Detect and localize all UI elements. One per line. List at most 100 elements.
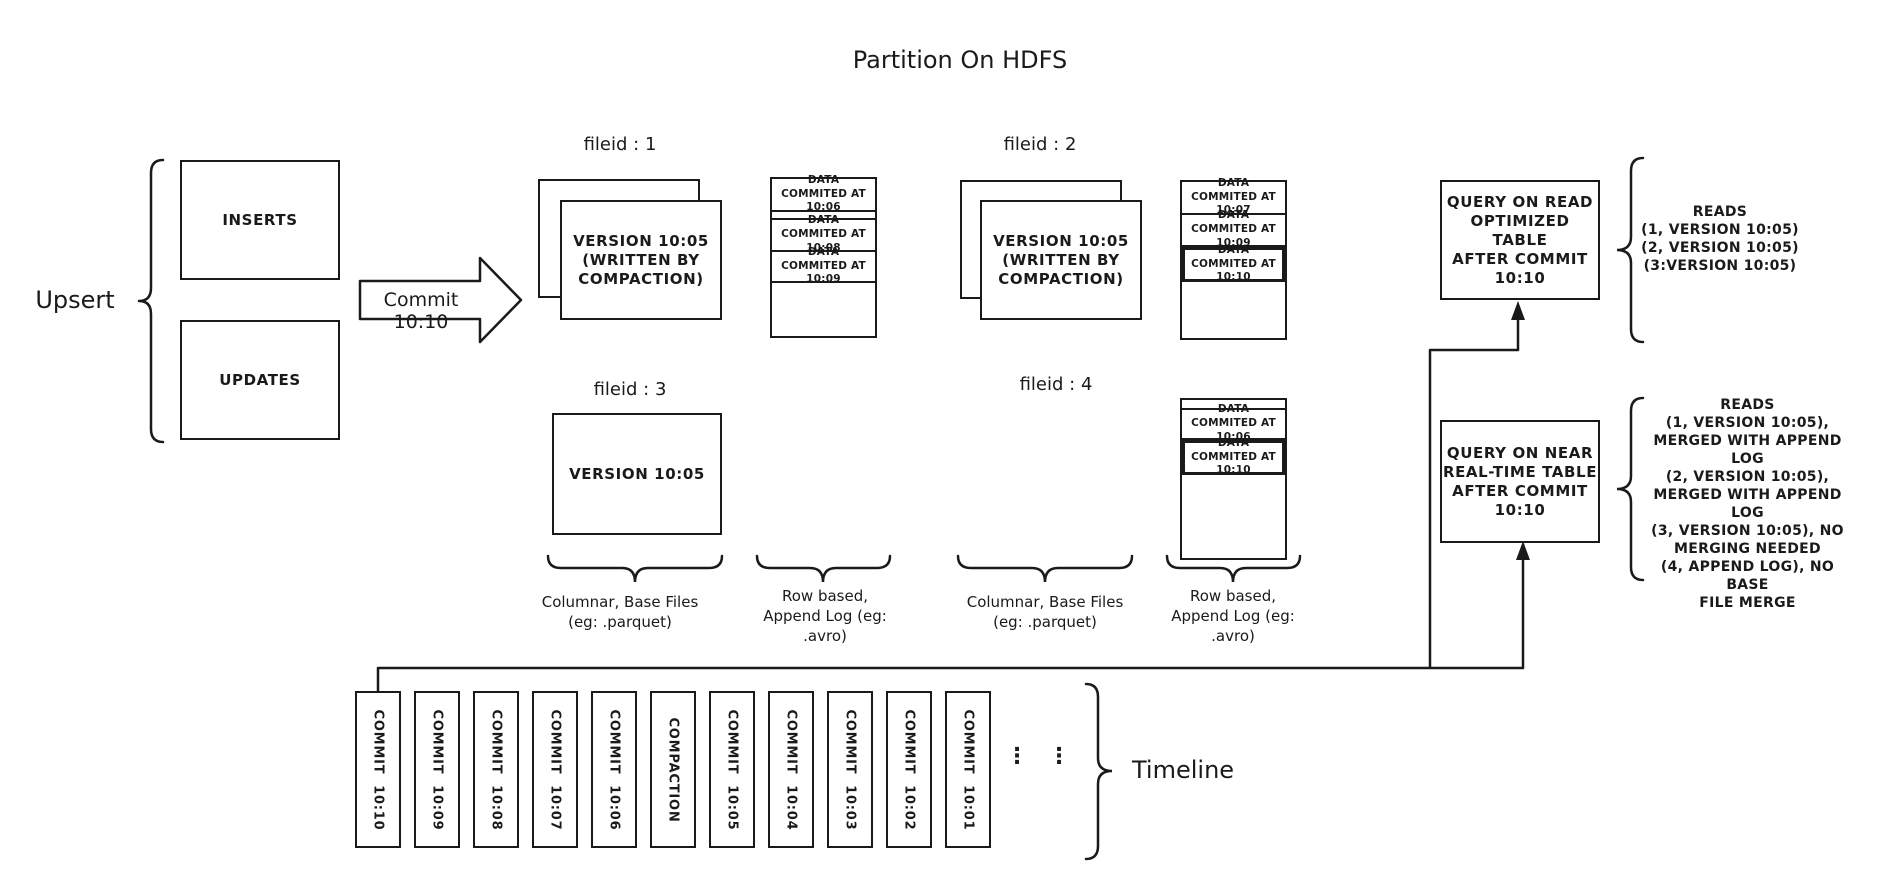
query-line: OPTIMIZED TABLE — [1470, 211, 1570, 249]
columnar-label-line: Columnar, Base Files — [541, 593, 699, 611]
reads-line: (1, VERSION 10:05), — [1665, 415, 1830, 431]
columnar-base-files-label-left: Columnar, Base Files (eg: .parquet) — [530, 592, 710, 632]
fileid-1-version-line: VERSION 10:05 — [573, 231, 709, 250]
inserts-box: INSERTS — [180, 160, 340, 280]
timeline-commit-10-07: COMMIT 10:07 — [532, 691, 578, 848]
timeline-item-label: COMMIT 10:06 — [606, 708, 622, 831]
row-label-line: Row based, — [781, 587, 868, 605]
columnar-label-line: (eg: .parquet) — [568, 613, 672, 631]
log-entry-label: DATA COMMITED AT 10:07 — [1191, 176, 1276, 217]
query-line: 10:10 — [1494, 500, 1546, 519]
reads-near-realtime-brace-icon — [1616, 396, 1645, 582]
fileid-1-version-line: COMPACTION) — [578, 269, 704, 288]
underbrace-columnar-right-icon — [956, 554, 1134, 583]
log-entry: DATA COMMITED AT 10:07 — [1182, 177, 1285, 216]
reads-line: MERGED WITH APPEND LOG — [1653, 433, 1842, 467]
diagram-title: Partition On HDFS — [852, 46, 1068, 74]
connector-read-optimized-line — [1428, 314, 1520, 668]
query-line: REAL-TIME TABLE — [1442, 462, 1598, 481]
log-entry-label: DATA COMMITED AT 10:09 — [1191, 209, 1276, 249]
query-near-realtime-box: QUERY ON NEAR REAL-TIME TABLE AFTER COMM… — [1440, 420, 1600, 543]
timeline-commit-10-01: COMMIT 10:01 — [945, 691, 991, 848]
log-entry-label: DATA COMMITED AT 10:10 — [1191, 436, 1276, 477]
timeline-item-label: COMMIT 10:05 — [724, 708, 740, 831]
timeline-commit-10-05: COMMIT 10:05 — [709, 691, 755, 848]
reads-line: READS — [1720, 397, 1775, 413]
upsert-brace-icon — [137, 158, 165, 444]
updates-box-label: UPDATES — [219, 371, 301, 389]
row-label-line: Append Log (eg: — [763, 607, 887, 625]
timeline-compaction: COMPACTION — [650, 691, 696, 848]
timeline-item-label: COMMIT 10:10 — [370, 708, 386, 831]
timeline-commit-10-09: COMMIT 10:09 — [414, 691, 460, 848]
reads-line: (2, VERSION 10:05), — [1665, 469, 1830, 485]
columnar-label-line: (eg: .parquet) — [993, 613, 1097, 631]
log-entry-label: DATA COMMITED AT 10:09 — [781, 245, 866, 286]
timeline-item-label: COMMIT 10:04 — [783, 708, 799, 831]
row-label-line: .avro) — [803, 627, 847, 645]
fileid-2-base-file: VERSION 10:05 (WRITTEN BY COMPACTION) — [980, 200, 1142, 320]
fileid-1-version-line: (WRITTEN BY — [582, 250, 700, 269]
fileid-2-version-line: COMPACTION) — [998, 269, 1124, 288]
timeline-ellipsis-icon: ⋮ — [1006, 744, 1028, 769]
timeline-item-label: COMMIT 10:08 — [488, 708, 504, 831]
reads-line: (4, APPEND LOG), NO BASE — [1660, 559, 1835, 593]
fileid-2-version-line: VERSION 10:05 — [993, 231, 1129, 250]
reads-line: (3:VERSION 10:05) — [1643, 258, 1797, 274]
row-label-line: Append Log (eg: — [1171, 607, 1295, 625]
timeline-item-label: COMMIT 10:03 — [842, 708, 858, 831]
reads-read-optimized-brace-icon — [1616, 156, 1645, 344]
query-line: AFTER COMMIT — [1452, 481, 1588, 500]
timeline-ellipsis-icon: ⋮ — [1048, 744, 1070, 769]
query-read-optimized-box: QUERY ON READ OPTIMIZED TABLE AFTER COMM… — [1440, 180, 1600, 300]
connector-read-optimized-arrowhead-icon — [1511, 301, 1525, 320]
timeline-item-label: COMMIT 10:01 — [960, 708, 976, 831]
log-gap — [772, 212, 875, 220]
underbrace-columnar-left-icon — [546, 554, 724, 583]
underbrace-rowlog-right-icon — [1165, 554, 1302, 583]
updates-box: UPDATES — [180, 320, 340, 440]
fileid-2-append-log: DATA COMMITED AT 10:07 DATA COMMITED AT … — [1180, 177, 1287, 340]
fileid-2-version-line: (WRITTEN BY — [1002, 250, 1120, 269]
log-entry-label: DATA COMMITED AT 10:06 — [1191, 403, 1276, 443]
reads-line: FILE MERGE — [1699, 595, 1796, 611]
log-entry-latest: DATA COMMITED AT 10:10 — [1182, 437, 1285, 476]
row-label-line: .avro) — [1211, 627, 1255, 645]
connector-near-realtime-arrowhead-icon — [1516, 541, 1530, 560]
fileid-1-label: fileid : 1 — [583, 134, 657, 155]
commit-arrow-shape — [358, 256, 523, 344]
log-entry-latest: DATA COMMITED AT 10:10 — [1182, 244, 1285, 283]
reads-near-realtime-annotation: READS (1, VERSION 10:05), MERGED WITH AP… — [1640, 396, 1855, 612]
fileid-4-append-log: DATA COMMITED AT 10:06 DATA COMMITED AT … — [1180, 398, 1287, 560]
timeline-commit-10-04: COMMIT 10:04 — [768, 691, 814, 848]
log-entry-label: DATA COMMITED AT 10:08 — [781, 214, 866, 254]
fileid-1-base-file: VERSION 10:05 (WRITTEN BY COMPACTION) — [560, 200, 722, 320]
columnar-base-files-label-right: Columnar, Base Files (eg: .parquet) — [955, 592, 1135, 632]
row-label-line: Row based, — [1189, 587, 1276, 605]
fileid-3-base-file: VERSION 10:05 — [552, 413, 722, 535]
fileid-3-label: fileid : 3 — [593, 379, 667, 400]
log-entry: DATA COMMITED AT 10:09 — [1182, 209, 1285, 249]
reads-read-optimized-annotation: READS (1, VERSION 10:05) (2, VERSION 10:… — [1620, 203, 1820, 275]
log-entry: DATA COMMITED AT 10:09 — [772, 246, 875, 285]
log-gap — [1182, 400, 1285, 410]
query-line: AFTER COMMIT — [1452, 249, 1588, 268]
fileid-1-append-log: DATA COMMITED AT 10:06 DATA COMMITED AT … — [770, 174, 877, 338]
query-line: QUERY ON READ — [1446, 192, 1594, 211]
row-append-log-label-left: Row based, Append Log (eg: .avro) — [735, 586, 915, 646]
underbrace-rowlog-left-icon — [755, 554, 892, 583]
log-entry: DATA COMMITED AT 10:06 — [772, 174, 875, 213]
log-entry: DATA COMMITED AT 10:08 — [772, 214, 875, 254]
commit-arrow-label: Commit 10:10 — [383, 289, 459, 333]
reads-line: READS — [1692, 204, 1748, 220]
inserts-box-label: INSERTS — [222, 211, 298, 229]
log-entry-label: DATA COMMITED AT 10:06 — [781, 173, 866, 214]
query-line: QUERY ON NEAR — [1446, 443, 1594, 462]
query-line: 10:10 — [1494, 268, 1546, 287]
timeline-brace-icon — [1084, 682, 1113, 861]
log-entry-label: DATA COMMITED AT 10:10 — [1191, 243, 1276, 284]
columnar-label-line: Columnar, Base Files — [966, 593, 1124, 611]
reads-line: (2, VERSION 10:05) — [1641, 240, 1799, 256]
